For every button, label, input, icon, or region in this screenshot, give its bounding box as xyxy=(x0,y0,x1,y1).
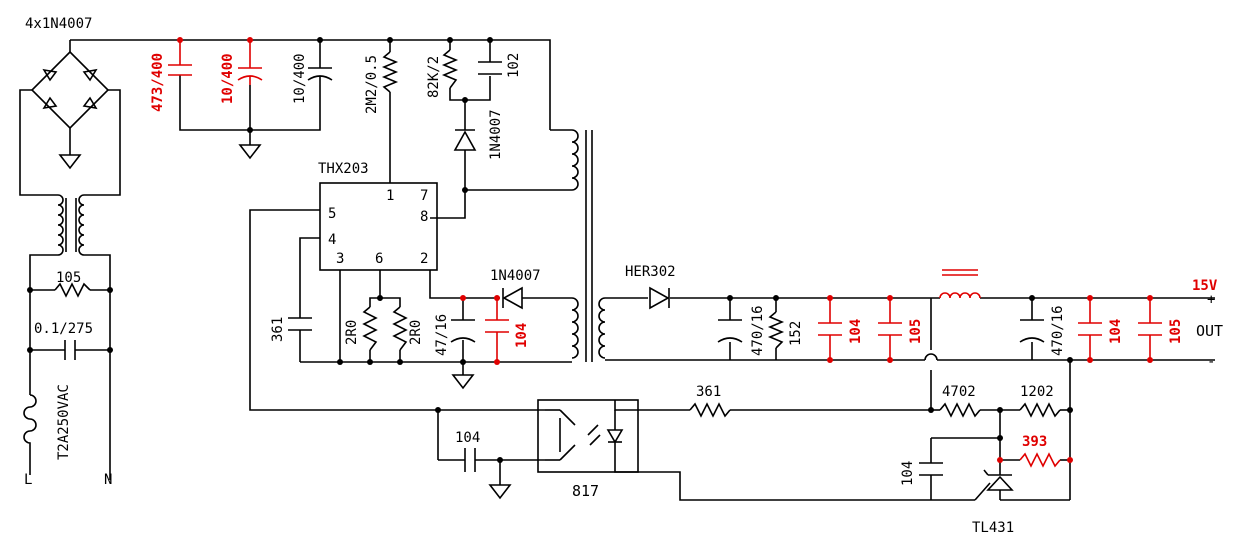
label-c104-tl: 104 xyxy=(900,461,916,486)
label-bridge: 4x1N4007 xyxy=(25,16,92,32)
label-pin4: 4 xyxy=(328,232,336,248)
label-N: N xyxy=(104,472,112,488)
label-c102: 102 xyxy=(506,53,522,78)
label-15v: 15V xyxy=(1192,278,1218,294)
label-c105-out1: 105 xyxy=(908,319,924,344)
main-transformer xyxy=(571,129,606,362)
resistors xyxy=(23,49,1061,468)
label-r152: 152 xyxy=(788,321,804,346)
common-mode-choke xyxy=(57,194,85,256)
label-c104-out2: 104 xyxy=(1108,319,1124,344)
label-pin7: 7 xyxy=(420,188,428,204)
label-c361: 361 xyxy=(270,317,286,342)
label-c104-aux: 104 xyxy=(514,323,530,348)
label-r105: 105 xyxy=(56,270,81,286)
label-pin2: 2 xyxy=(420,251,428,267)
label-c105-out2: 105 xyxy=(1168,319,1184,344)
label-r2r0b: 2R0 xyxy=(408,320,424,345)
label-c104-fb: 104 xyxy=(455,430,480,446)
optocoupler-817 xyxy=(537,399,639,473)
label-c470-16b: 470/16 xyxy=(1050,305,1066,356)
ic-thx203 xyxy=(319,182,438,271)
label-out: OUT xyxy=(1196,322,1223,340)
label-r361: 361 xyxy=(696,384,721,400)
label-minus: - xyxy=(1207,354,1215,370)
ground-symbols xyxy=(58,144,512,500)
label-r2m2: 2M2/0.5 xyxy=(364,55,380,114)
label-c473: 473/400 xyxy=(150,53,166,112)
label-d1n4007-top: 1N4007 xyxy=(488,109,504,160)
label-fuse: T2A250VAC xyxy=(56,384,72,460)
bridge-diodes xyxy=(42,68,98,110)
label-r4702: 4702 xyxy=(942,384,976,400)
label-c470-16a: 470/16 xyxy=(750,305,766,356)
label-r393: 393 xyxy=(1022,434,1047,450)
label-plus: + xyxy=(1207,292,1215,308)
diodes xyxy=(453,129,1014,501)
label-L: L xyxy=(24,472,32,488)
label-tl431: TL431 xyxy=(972,520,1014,536)
label-c10-400-red: 10/400 xyxy=(220,53,236,104)
label-pin8: 8 xyxy=(420,209,428,225)
label-pin3: 3 xyxy=(336,251,344,267)
label-ic: THX203 xyxy=(318,161,369,177)
label-c47-16: 47/16 xyxy=(434,314,450,356)
label-c104-out1: 104 xyxy=(848,319,864,344)
output-inductor xyxy=(939,269,981,299)
label-r2r0a: 2R0 xyxy=(344,320,360,345)
label-r1202: 1202 xyxy=(1020,384,1054,400)
label-pin5: 5 xyxy=(328,206,336,222)
label-opto: 817 xyxy=(572,482,599,500)
text-labels: 4x1N4007 473/400 10/400 10/400 2M2/0.5 8… xyxy=(24,16,1223,536)
label-pin1: 1 xyxy=(386,188,394,204)
label-c01-275: 0.1/275 xyxy=(34,321,93,337)
label-her302: HER302 xyxy=(625,264,676,280)
label-c10-400: 10/400 xyxy=(292,53,308,104)
label-d1n4007-aux: 1N4007 xyxy=(490,268,541,284)
capacitors xyxy=(64,40,1162,476)
junction-dots xyxy=(27,37,1153,463)
label-pin6: 6 xyxy=(375,251,383,267)
label-r82k: 82K/2 xyxy=(426,56,442,98)
wires xyxy=(19,39,1215,501)
